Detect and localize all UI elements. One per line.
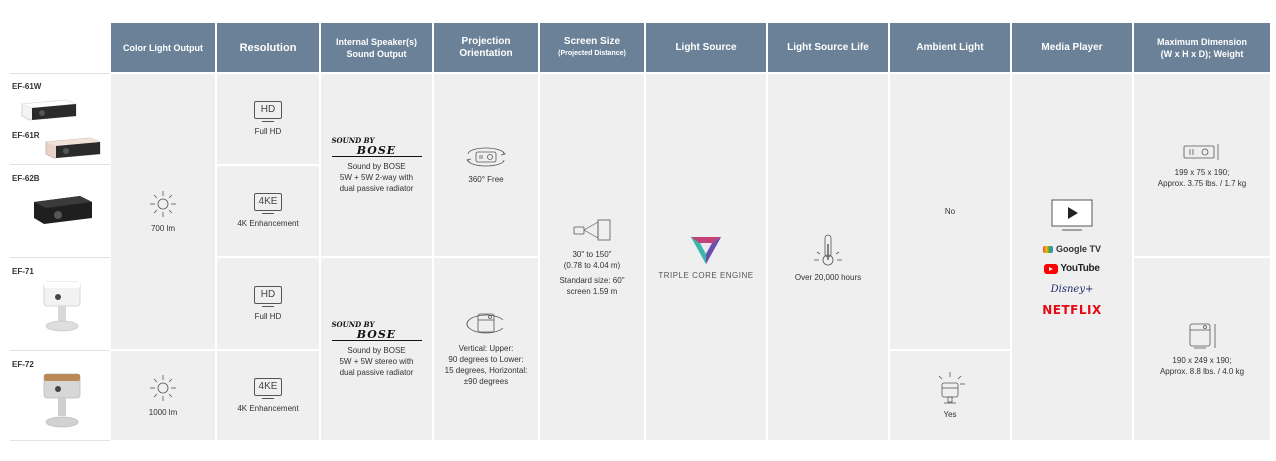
resolution-cell-2: 4KE 4K Enhancement xyxy=(217,166,319,256)
speaker-cell-a: SOUND BY BOSE Sound by BOSE 5W + 5W 2-wa… xyxy=(321,74,432,256)
4ke-badge-icon: 4KE xyxy=(254,193,282,211)
youtube-play-icon xyxy=(1044,263,1059,274)
hd-badge-icon: HD xyxy=(254,101,282,119)
rotate-360-icon xyxy=(466,147,506,166)
color-light-value: 1000 lm xyxy=(148,408,178,417)
header-maximum-dimension: Maximum Dimension(W x H x D); Weight xyxy=(1134,23,1270,72)
light-source-cell: TRIPLE CORE ENGINE xyxy=(646,74,766,440)
youtube-logo: YouTube xyxy=(1044,263,1100,274)
rotate-tilt-icon xyxy=(466,313,504,334)
model-label-ef61r: EF-61R xyxy=(12,131,40,140)
product-image-ef61r xyxy=(45,137,101,159)
bose-logo: SOUND BY BOSE xyxy=(331,320,422,341)
header-resolution: Resolution xyxy=(217,23,319,72)
orientation-text: 15 degrees, Horizontal: xyxy=(444,366,528,375)
sun-icon xyxy=(150,191,176,217)
google-tv-logo: Google TV xyxy=(1043,244,1101,255)
speaker-cell-b: SOUND BY BOSE Sound by BOSE 5W + 5W ster… xyxy=(321,258,432,440)
resolution-cell-1: HD Full HD xyxy=(217,74,319,164)
product-image-ef72 xyxy=(43,373,81,428)
ambient-value: Yes xyxy=(943,410,957,419)
screen-size-cell: 30" to 150" (0.78 to 4.04 m) Standard si… xyxy=(540,74,644,440)
screen-size-text: (0.78 to 4.04 m) xyxy=(563,261,621,270)
product-image-ef61w xyxy=(21,99,77,121)
orientation-text: 90 degrees to Lower: xyxy=(448,355,524,364)
screen-size-text: 30" to 150" xyxy=(572,250,612,259)
orientation-text: ±90 degrees xyxy=(463,377,509,386)
orientation-cell-a: 360° Free xyxy=(434,74,538,256)
speaker-text: dual passive radiator xyxy=(339,184,414,193)
color-light-value: 700 lm xyxy=(150,224,175,233)
header-color-light-output: Color Light Output xyxy=(111,23,215,72)
model-label-ef72: EF-72 xyxy=(12,360,34,369)
header-ambient-light: Ambient Light xyxy=(890,23,1010,72)
triple-core-engine-logo xyxy=(691,236,721,264)
model-label-ef62b: EF-62B xyxy=(12,174,40,183)
screen-size-text: Standard size: 60" xyxy=(559,276,625,285)
sun-icon xyxy=(150,375,176,401)
light-life-label: Over 20,000 hours xyxy=(794,272,862,282)
tv-play-icon xyxy=(1051,199,1093,231)
resolution-label: Full HD xyxy=(254,127,282,136)
light-source-label: TRIPLE CORE ENGINE xyxy=(658,270,754,280)
model-label-ef61w: EF-61W xyxy=(12,82,42,91)
header-internal-speaker: Internal Speaker(s)Sound Output xyxy=(321,23,432,72)
resolution-cell-3: HD Full HD xyxy=(217,258,319,349)
dimension-cell-a: 199 x 75 x 190; Approx. 3.75 lbs. / 1.7 … xyxy=(1134,74,1270,256)
speaker-text: dual passive radiator xyxy=(339,368,414,377)
orientation-text: 360° Free xyxy=(468,174,504,184)
netflix-logo: NETFLIX xyxy=(1042,303,1102,317)
badge-stand-icon xyxy=(262,305,274,307)
badge-stand-icon xyxy=(262,121,274,122)
ambient-value: No xyxy=(944,207,956,216)
speaker-text: Sound by BOSE xyxy=(347,162,406,171)
header-media-player: Media Player xyxy=(1012,23,1132,72)
dimension-cell-b: 190 x 249 x 190; Approx. 8.8 lbs. / 4.0 … xyxy=(1134,258,1270,440)
media-player-cell: Google TV YouTube Disney+ NETFLIX xyxy=(1012,74,1132,440)
product-image-ef71 xyxy=(43,281,81,332)
speaker-text: 5W + 5W 2-way with xyxy=(339,173,414,182)
model-row-divider xyxy=(10,350,110,351)
orientation-text: Vertical: Upper: xyxy=(458,344,514,353)
ambient-cell-b: Yes xyxy=(890,351,1010,440)
ambient-cell-a: No xyxy=(890,74,1010,349)
model-row-divider xyxy=(10,164,110,165)
resolution-label: 4K Enhancement xyxy=(237,219,299,228)
header-screen-size: Screen Size(Projected Distance) xyxy=(540,23,644,72)
hd-badge-icon: HD xyxy=(254,285,282,304)
color-light-cell-b: 1000 lm xyxy=(111,351,215,440)
projector-dimension-icon xyxy=(1183,144,1219,160)
disney-plus-logo: Disney+ xyxy=(1050,284,1094,295)
4ke-badge-icon: 4KE xyxy=(254,377,282,396)
resolution-cell-4: 4KE 4K Enhancement xyxy=(217,351,319,440)
model-row-divider xyxy=(10,257,110,258)
screen-size-text: screen 1.59 m xyxy=(566,287,618,296)
resolution-label: Full HD xyxy=(254,311,282,321)
projection-screen-icon xyxy=(573,219,611,241)
badge-stand-icon xyxy=(262,213,274,214)
resolution-label: 4K Enhancement xyxy=(237,403,299,413)
model-row-divider xyxy=(10,73,110,74)
header-light-source: Light Source xyxy=(646,23,766,72)
ambient-light-projector-icon xyxy=(938,372,965,404)
dimension-text: Approx. 8.8 lbs. / 4.0 kg xyxy=(1159,367,1245,376)
color-light-cell-a: 700 lm xyxy=(111,74,215,349)
product-image-ef62b xyxy=(34,196,92,224)
dimension-text: 199 x 75 x 190; xyxy=(1174,168,1230,177)
google-tv-icon xyxy=(1043,246,1053,253)
light-life-cell: Over 20,000 hours xyxy=(768,74,888,440)
speaker-text: 5W + 5W stereo with xyxy=(339,357,414,366)
badge-stand-icon xyxy=(262,397,274,399)
thermometer-icon xyxy=(814,234,842,265)
standing-projector-dimension-icon xyxy=(1189,323,1216,349)
dimension-text: 190 x 249 x 190; xyxy=(1172,356,1232,365)
header-light-source-life: Light Source Life xyxy=(768,23,888,72)
dimension-text: Approx. 3.75 lbs. / 1.7 kg xyxy=(1157,179,1247,188)
speaker-text: Sound by BOSE xyxy=(347,346,406,355)
bose-logo: SOUND BY BOSE xyxy=(331,136,422,157)
model-label-ef71: EF-71 xyxy=(12,267,34,276)
orientation-cell-b: Vertical: Upper: 90 degrees to Lower: 15… xyxy=(434,258,538,440)
model-row-divider xyxy=(10,440,110,441)
